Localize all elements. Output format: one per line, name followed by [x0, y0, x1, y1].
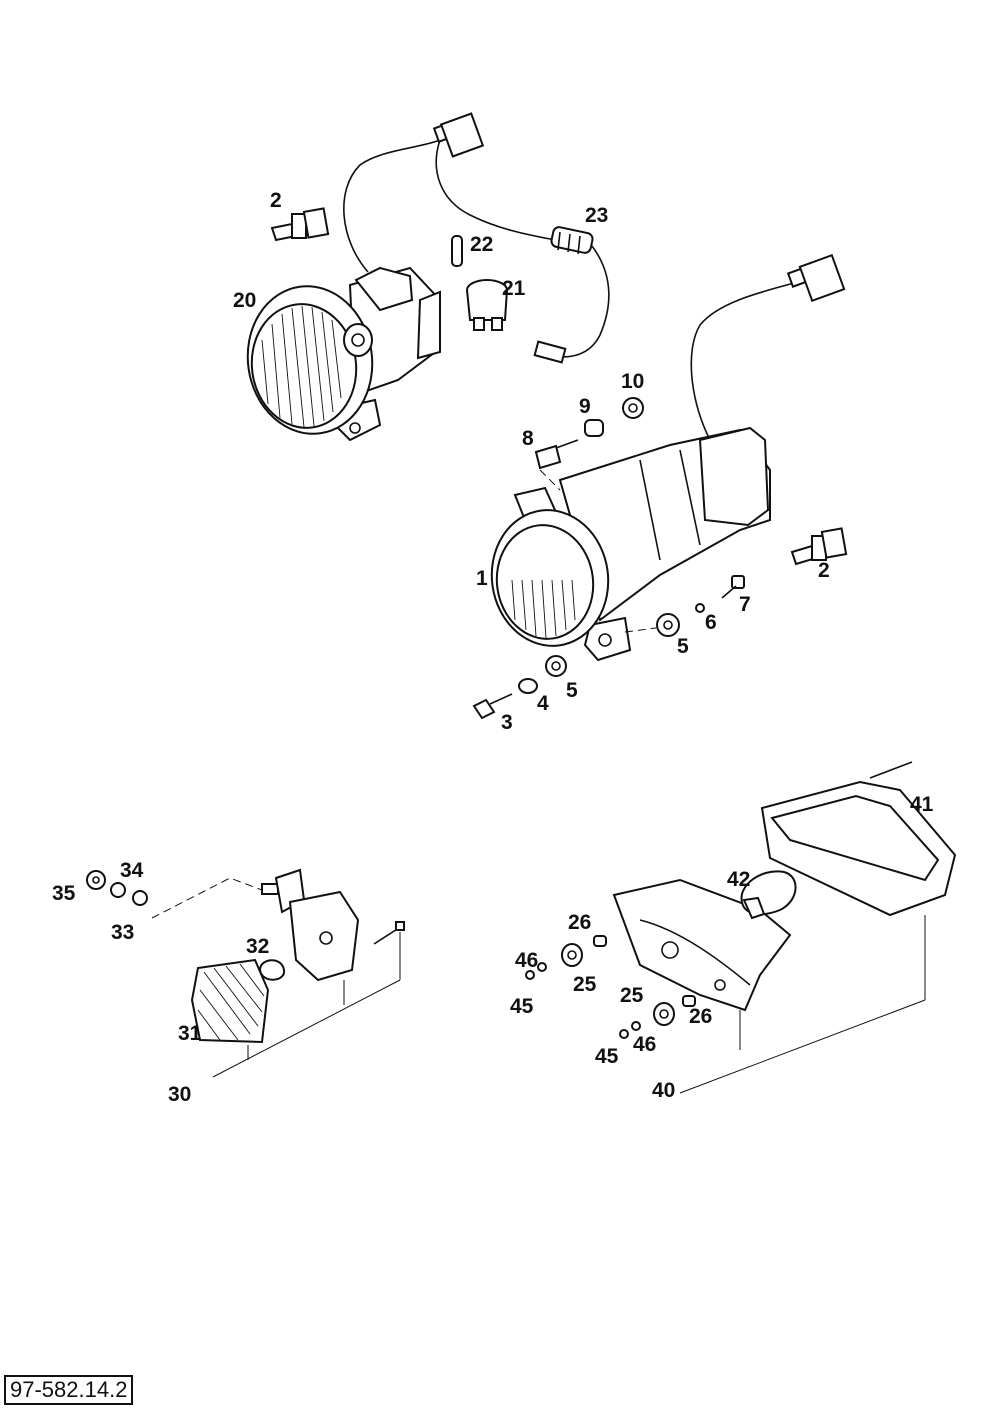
callout-7: 7 [739, 593, 751, 616]
callout-1: 1 [476, 567, 488, 590]
headlight-left-assembly [246, 112, 556, 442]
callout-10: 10 [621, 370, 645, 393]
callout-26-lower: 26 [689, 1005, 713, 1028]
callout-31: 31 [178, 1022, 202, 1045]
adjuster-screw-part-8 [534, 439, 579, 491]
callout-6: 6 [705, 611, 717, 634]
washer-part-34 [110, 882, 126, 898]
nut-part-45-upper [525, 970, 535, 980]
bulb-part-2-left [270, 207, 330, 242]
nut-part-10 [622, 397, 644, 419]
rubber-bushing-part-5-upper [624, 613, 680, 637]
callout-2-left: 2 [270, 189, 282, 212]
bulb-part-2-right [790, 527, 848, 566]
washer-part-46-lower [631, 1021, 641, 1031]
callout-22: 22 [470, 233, 494, 256]
nut-part-45-lower [619, 1029, 629, 1039]
tail-light-assembly [612, 761, 957, 1094]
callout-5-lower: 5 [566, 679, 578, 702]
washer-part-4 [518, 678, 538, 694]
nut-part-35 [86, 870, 106, 890]
callout-32: 32 [246, 935, 270, 958]
callout-4: 4 [537, 692, 549, 715]
socket-part-21 [466, 279, 508, 331]
callout-26-upper: 26 [568, 911, 592, 934]
spacer-part-26-upper [593, 935, 607, 947]
document-reference-number: 97-582.14.2 [4, 1375, 134, 1405]
washer-part-33 [132, 890, 148, 906]
rubber-bushing-part-5-lower [545, 655, 567, 677]
callout-42: 42 [727, 868, 751, 891]
callout-35: 35 [52, 882, 76, 905]
callout-40: 40 [652, 1079, 676, 1102]
callout-45-upper: 45 [510, 995, 534, 1018]
grommet-part-25-lower [653, 1002, 675, 1026]
callout-21: 21 [502, 277, 526, 300]
screw-part-7 [721, 575, 745, 599]
washer-part-6 [695, 603, 705, 613]
callout-25-upper: 25 [573, 973, 597, 996]
callout-25-lower: 25 [620, 984, 644, 1007]
callout-5-upper: 5 [677, 635, 689, 658]
callout-34: 34 [120, 859, 144, 882]
bulb-part-22 [451, 235, 463, 267]
callout-33: 33 [111, 921, 135, 944]
callout-46-lower: 46 [633, 1033, 657, 1056]
grommet-part-25-upper [561, 943, 583, 967]
wiring-grommet-part-23 [533, 226, 610, 364]
callout-20: 20 [233, 289, 257, 312]
callout-46-upper: 46 [515, 949, 539, 972]
callout-30: 30 [168, 1083, 192, 1106]
callout-9: 9 [579, 395, 591, 418]
callout-23: 23 [585, 204, 609, 227]
turn-signal-assembly [151, 868, 405, 1078]
callout-45-lower: 45 [595, 1045, 619, 1068]
headlight-right-assembly [490, 253, 846, 662]
callout-3: 3 [501, 711, 513, 734]
washer-part-46-upper [537, 962, 547, 972]
callout-41: 41 [910, 793, 934, 816]
callout-2-right: 2 [818, 559, 830, 582]
callout-8: 8 [522, 427, 534, 450]
spring-part-9 [584, 419, 604, 437]
bolt-part-3 [472, 693, 513, 720]
spacer-part-26-lower [682, 995, 696, 1007]
